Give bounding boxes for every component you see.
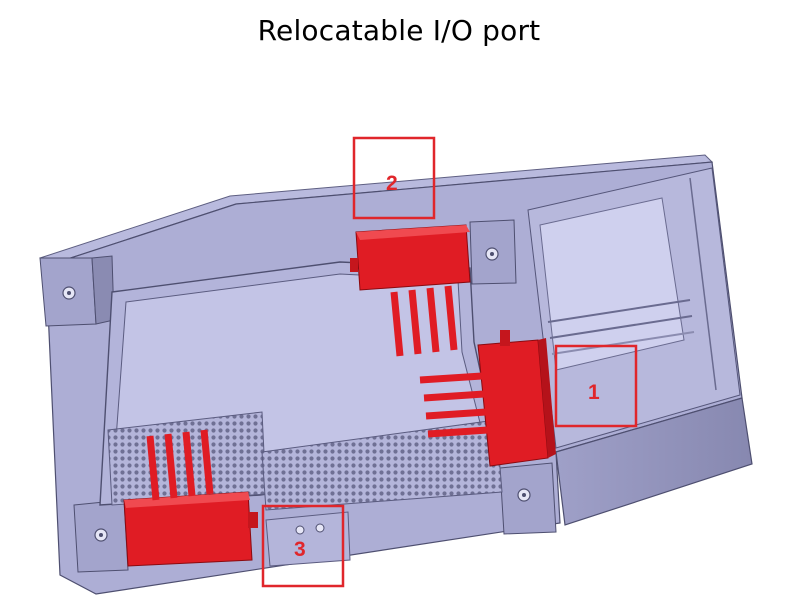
io-module-top — [350, 224, 471, 357]
slide-title: Relocatable I/O port — [257, 14, 541, 47]
io-module-right — [419, 330, 556, 467]
callout-1: 1 — [554, 344, 638, 428]
callout-3: 3 — [261, 504, 345, 588]
callout-2: 2 — [352, 136, 436, 220]
callout-3-label: 3 — [294, 538, 306, 561]
io-module-bottom — [123, 429, 258, 567]
callout-2-label: 2 — [386, 172, 398, 195]
callout-1-label: 1 — [588, 381, 600, 404]
